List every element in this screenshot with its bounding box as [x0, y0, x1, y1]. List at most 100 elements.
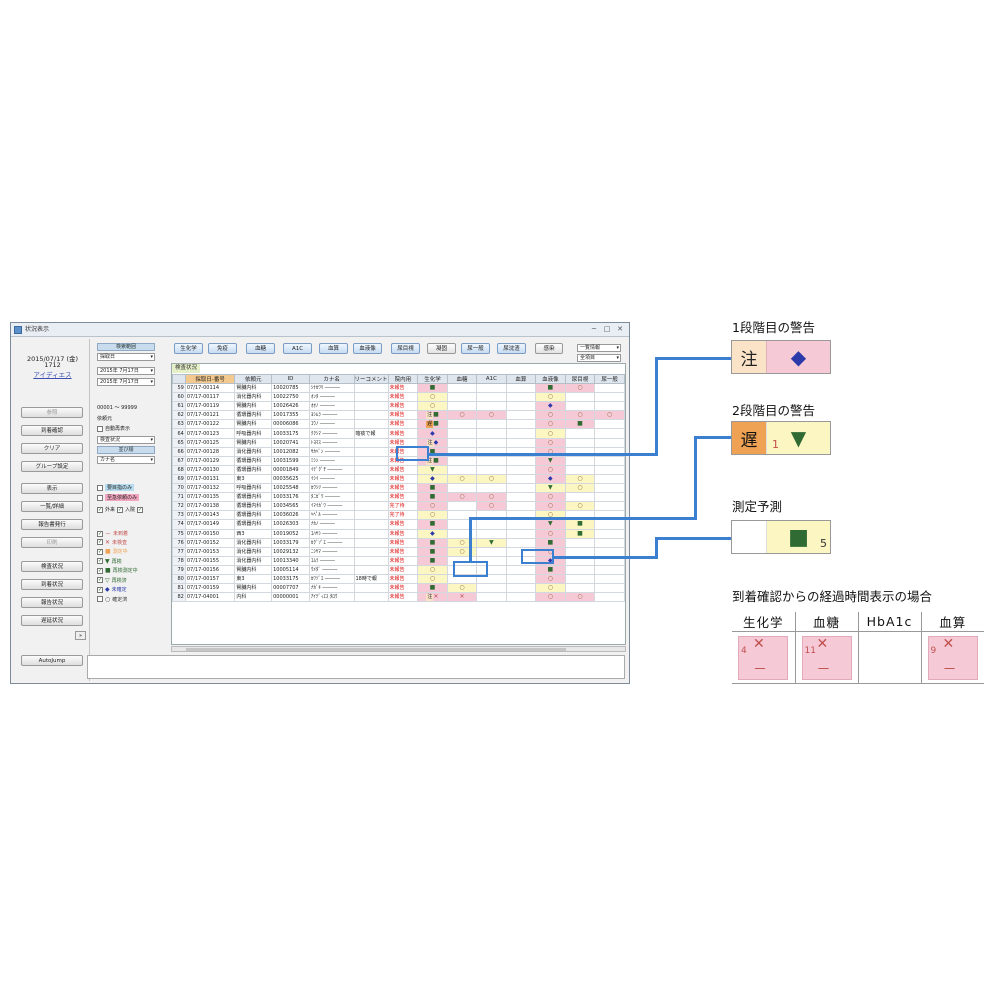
- result-cell[interactable]: ○: [535, 501, 566, 512]
- result-cell[interactable]: ○: [535, 492, 566, 503]
- result-cell[interactable]: [476, 392, 507, 403]
- auto-refresh-checkbox[interactable]: 自動再表示: [97, 425, 130, 432]
- result-cell[interactable]: ○: [417, 573, 448, 585]
- result-cell[interactable]: [505, 483, 537, 494]
- user-link[interactable]: アイディエス: [33, 371, 72, 379]
- result-cell[interactable]: [505, 437, 537, 448]
- arrival-check-button[interactable]: 到着確認: [21, 425, 83, 436]
- legend-item[interactable]: ○確定済: [97, 596, 127, 603]
- result-cell[interactable]: ○: [417, 510, 448, 521]
- result-cell[interactable]: [505, 492, 537, 503]
- result-cell[interactable]: ○: [535, 464, 566, 475]
- result-cell[interactable]: [594, 583, 625, 594]
- autojump-button[interactable]: AutoJump: [21, 655, 83, 666]
- list-info-select[interactable]: 一覧情報: [577, 344, 621, 352]
- result-cell[interactable]: [564, 537, 596, 548]
- group-setting-button[interactable]: グループ設定: [21, 461, 83, 472]
- result-cell[interactable]: [476, 528, 507, 539]
- result-cell[interactable]: [476, 382, 507, 394]
- result-cell[interactable]: [594, 492, 625, 503]
- result-cell[interactable]: ■: [417, 546, 448, 557]
- result-cell[interactable]: [505, 564, 537, 575]
- result-cell[interactable]: [446, 483, 478, 494]
- result-cell[interactable]: [564, 437, 596, 448]
- result-cell[interactable]: 注■: [417, 410, 448, 421]
- column-header[interactable]: 院内用: [387, 374, 419, 384]
- result-cell[interactable]: [446, 401, 478, 412]
- result-cell[interactable]: 遅■: [417, 419, 448, 430]
- result-cell[interactable]: [594, 428, 625, 439]
- result-cell[interactable]: [505, 519, 537, 530]
- tab-button[interactable]: 血算: [319, 343, 348, 354]
- result-cell[interactable]: [446, 528, 478, 539]
- result-cell[interactable]: [505, 410, 537, 421]
- result-cell[interactable]: ■: [417, 492, 448, 503]
- result-cell[interactable]: ○: [417, 401, 448, 412]
- result-cell[interactable]: [505, 401, 537, 412]
- result-cell[interactable]: [446, 437, 478, 448]
- result-cell[interactable]: ○: [417, 501, 448, 512]
- result-cell[interactable]: [594, 483, 625, 494]
- result-cell[interactable]: ◆: [535, 401, 566, 412]
- result-cell[interactable]: [505, 592, 537, 603]
- result-cell[interactable]: ■: [417, 382, 448, 394]
- result-cell[interactable]: [594, 546, 625, 557]
- scroll-thumb[interactable]: [186, 648, 566, 651]
- result-cell[interactable]: ▼: [535, 455, 566, 466]
- result-cell[interactable]: [594, 392, 625, 403]
- result-cell[interactable]: 注✕: [417, 592, 448, 603]
- column-header[interactable]: 尿一般: [594, 374, 625, 384]
- result-cell[interactable]: ○: [446, 546, 478, 557]
- result-cell[interactable]: [476, 592, 507, 603]
- result-cell[interactable]: [564, 564, 596, 575]
- result-cell[interactable]: [505, 428, 537, 439]
- result-cell[interactable]: ○: [535, 592, 566, 603]
- result-cell[interactable]: [505, 382, 537, 394]
- column-header[interactable]: 血糖: [446, 374, 478, 384]
- column-header[interactable]: 血液像: [535, 374, 566, 384]
- result-cell[interactable]: ○: [417, 564, 448, 575]
- column-header[interactable]: 尿目視: [564, 374, 596, 384]
- result-cell[interactable]: ■: [535, 564, 566, 575]
- result-cell[interactable]: ○: [535, 528, 566, 539]
- result-cell[interactable]: [505, 501, 537, 512]
- tab-button[interactable]: 免疫: [208, 343, 237, 354]
- maximize-button[interactable]: □: [603, 325, 611, 333]
- result-cell[interactable]: [594, 382, 625, 394]
- result-cell[interactable]: ○: [535, 419, 566, 430]
- result-cell[interactable]: [446, 464, 478, 475]
- result-cell[interactable]: ■: [417, 555, 448, 566]
- result-cell[interactable]: ○: [476, 501, 507, 512]
- result-cell[interactable]: ○: [535, 428, 566, 439]
- legend-item[interactable]: ✓■再検測定中: [97, 567, 138, 574]
- delay-status-button[interactable]: 遅延状況: [21, 615, 83, 626]
- legend-item[interactable]: ✓▽再検済: [97, 577, 127, 584]
- result-cell[interactable]: [564, 455, 596, 466]
- result-cell[interactable]: [564, 573, 596, 585]
- result-cell[interactable]: ○: [446, 492, 478, 503]
- all-items-select[interactable]: 全項目: [577, 354, 621, 362]
- date-from-select[interactable]: 2015年 7月17日: [97, 367, 155, 375]
- result-cell[interactable]: [446, 501, 478, 512]
- result-cell[interactable]: ○: [417, 392, 448, 403]
- number-from[interactable]: 00001: [97, 405, 113, 411]
- result-cell[interactable]: [476, 583, 507, 594]
- result-cell[interactable]: ○: [446, 583, 478, 594]
- result-cell[interactable]: ▼: [476, 537, 507, 548]
- result-cell[interactable]: ■: [417, 537, 448, 548]
- range-field-select[interactable]: 採取日: [97, 353, 155, 361]
- expand-button[interactable]: »: [75, 631, 86, 640]
- result-cell[interactable]: ■: [417, 583, 448, 594]
- legend-item[interactable]: ✓◆未確定: [97, 586, 127, 593]
- patient-type-checkboxes[interactable]: ✓ 外来 ✓ 入院 ✓: [97, 506, 144, 513]
- result-cell[interactable]: [564, 401, 596, 412]
